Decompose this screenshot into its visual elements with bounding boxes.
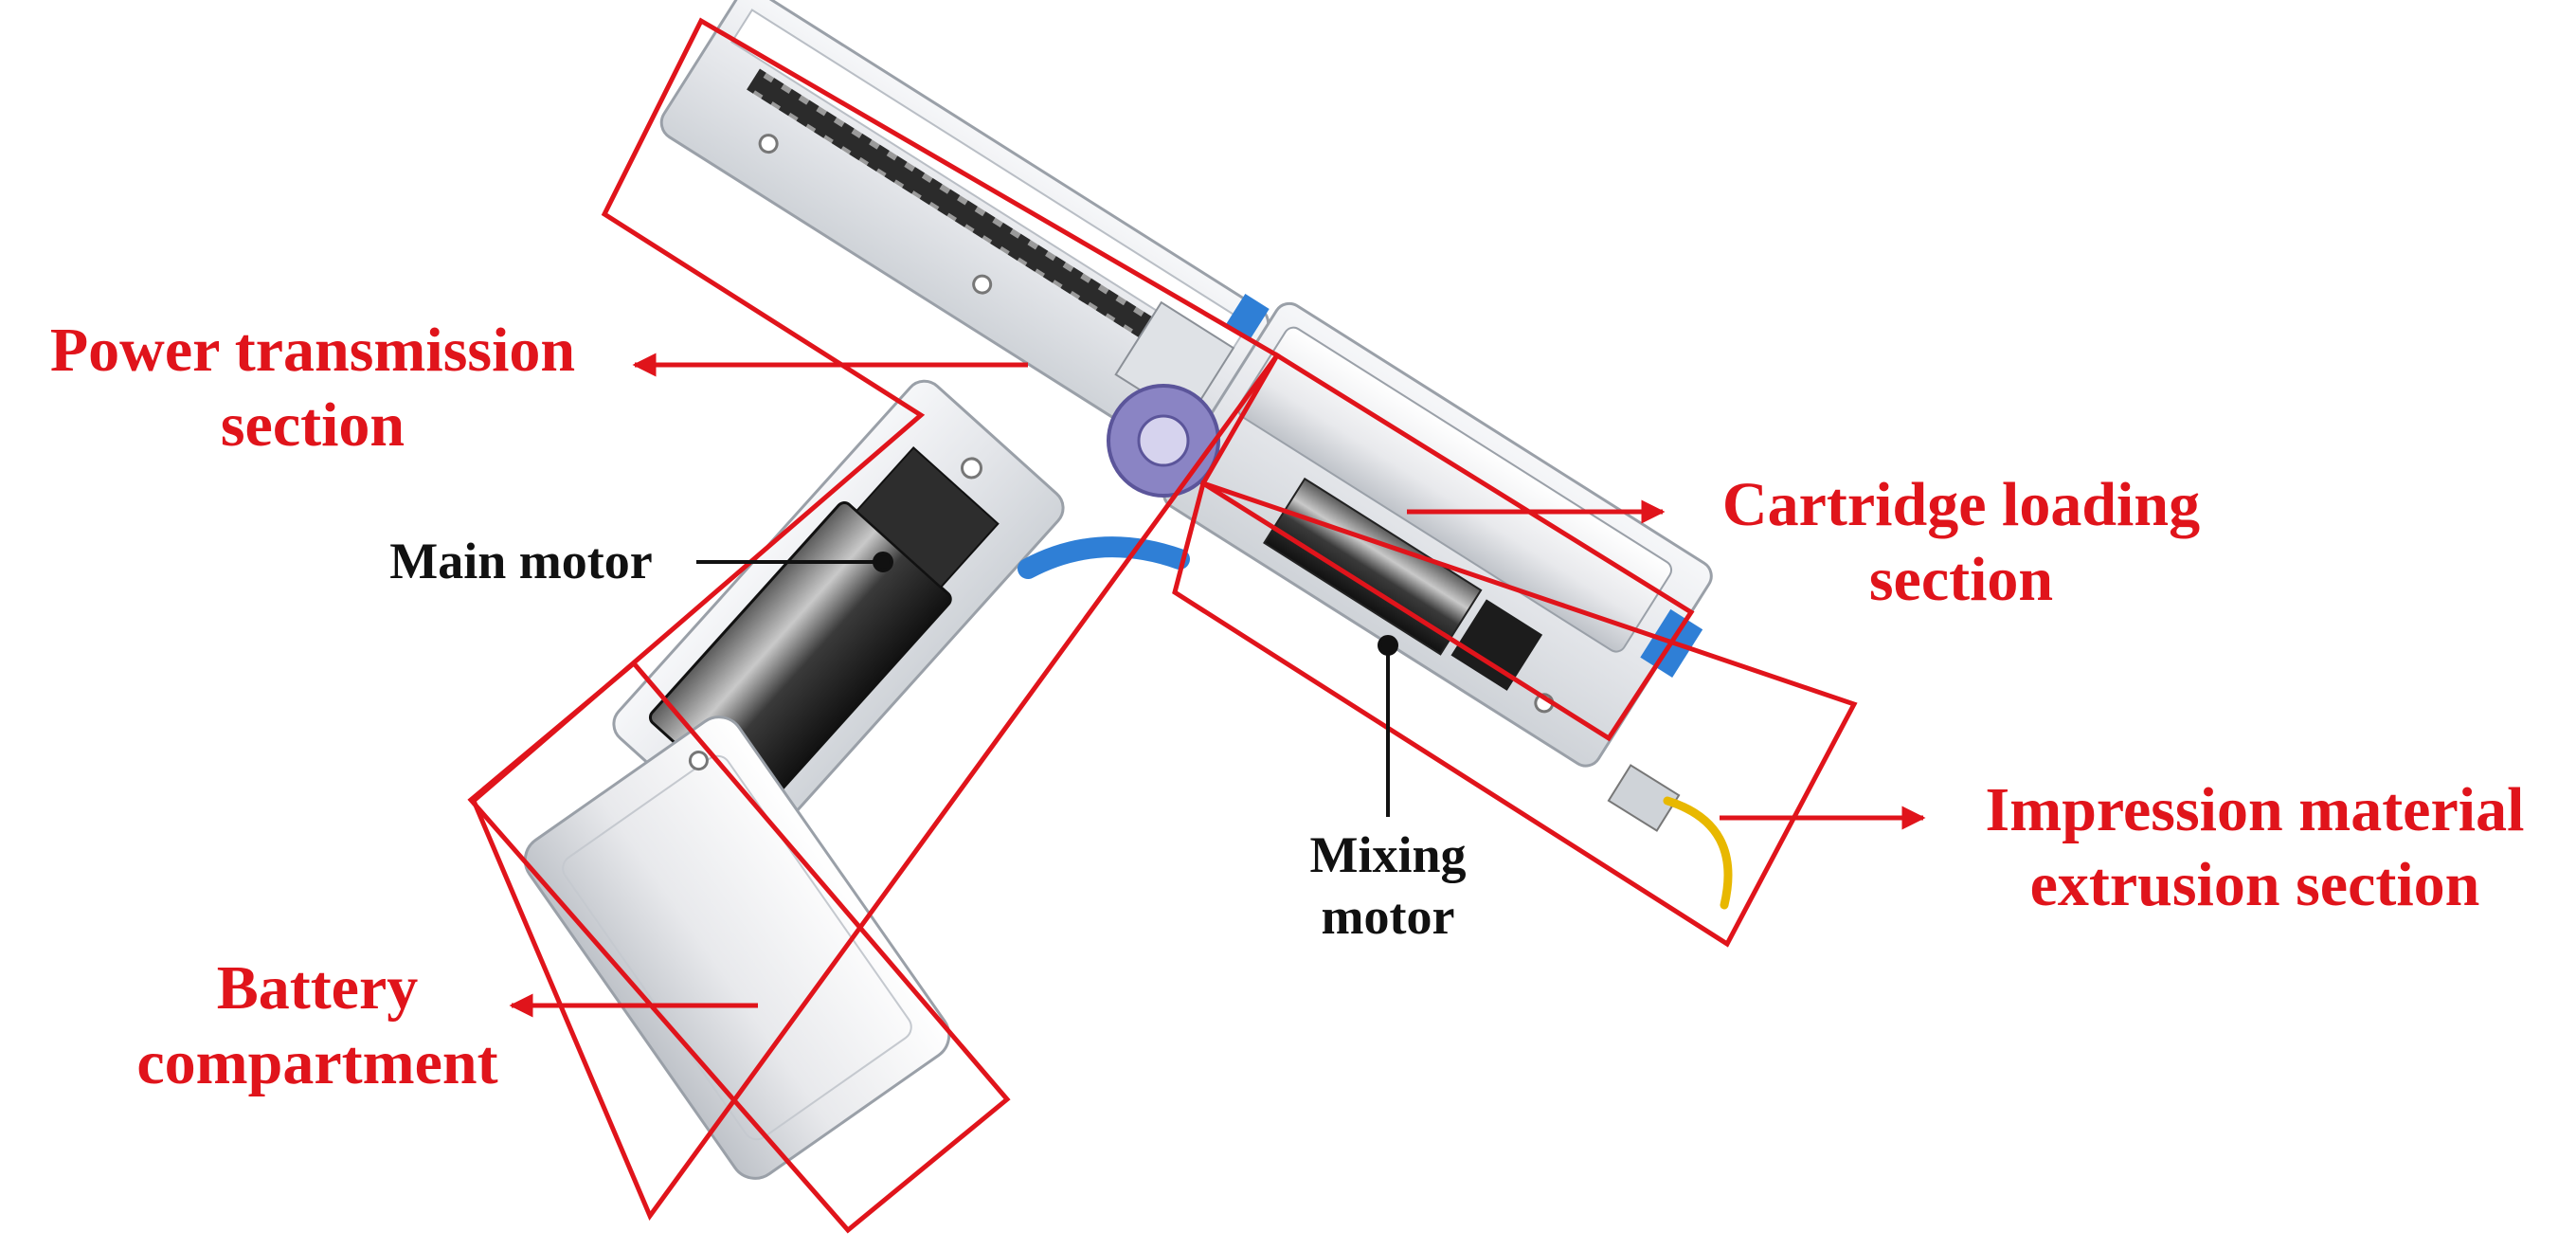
- cartridge-cylinder: [1237, 326, 1673, 653]
- cartridge-loading-label: Cartridge loading section: [1721, 470, 2201, 615]
- mixing-motor-label: Mixing motor: [1309, 826, 1467, 945]
- rack-gear: [747, 68, 1209, 373]
- extrusion-outline: [1172, 480, 1858, 948]
- impression-extrusion-label: Impression material extrusion section: [1985, 775, 2525, 920]
- battery-outline: [467, 660, 1011, 1234]
- cartridge-loading-outline: [1199, 352, 1695, 742]
- battery-compartment-label: Battery compartment: [136, 953, 498, 1098]
- power-transmission-label: Power transmission section: [49, 316, 576, 461]
- battery-pack: [523, 716, 951, 1180]
- extrusion-nozzle: [1607, 764, 1733, 910]
- main-motor-dot: [873, 552, 893, 572]
- main-motor-label: Main motor: [389, 533, 653, 589]
- front-barrel: [1162, 301, 1713, 768]
- mixing-motor-dot: [1378, 635, 1398, 656]
- section-outlines: [467, 17, 1858, 1234]
- device-body: [523, 0, 1733, 1180]
- drive-gear: [1107, 384, 1220, 498]
